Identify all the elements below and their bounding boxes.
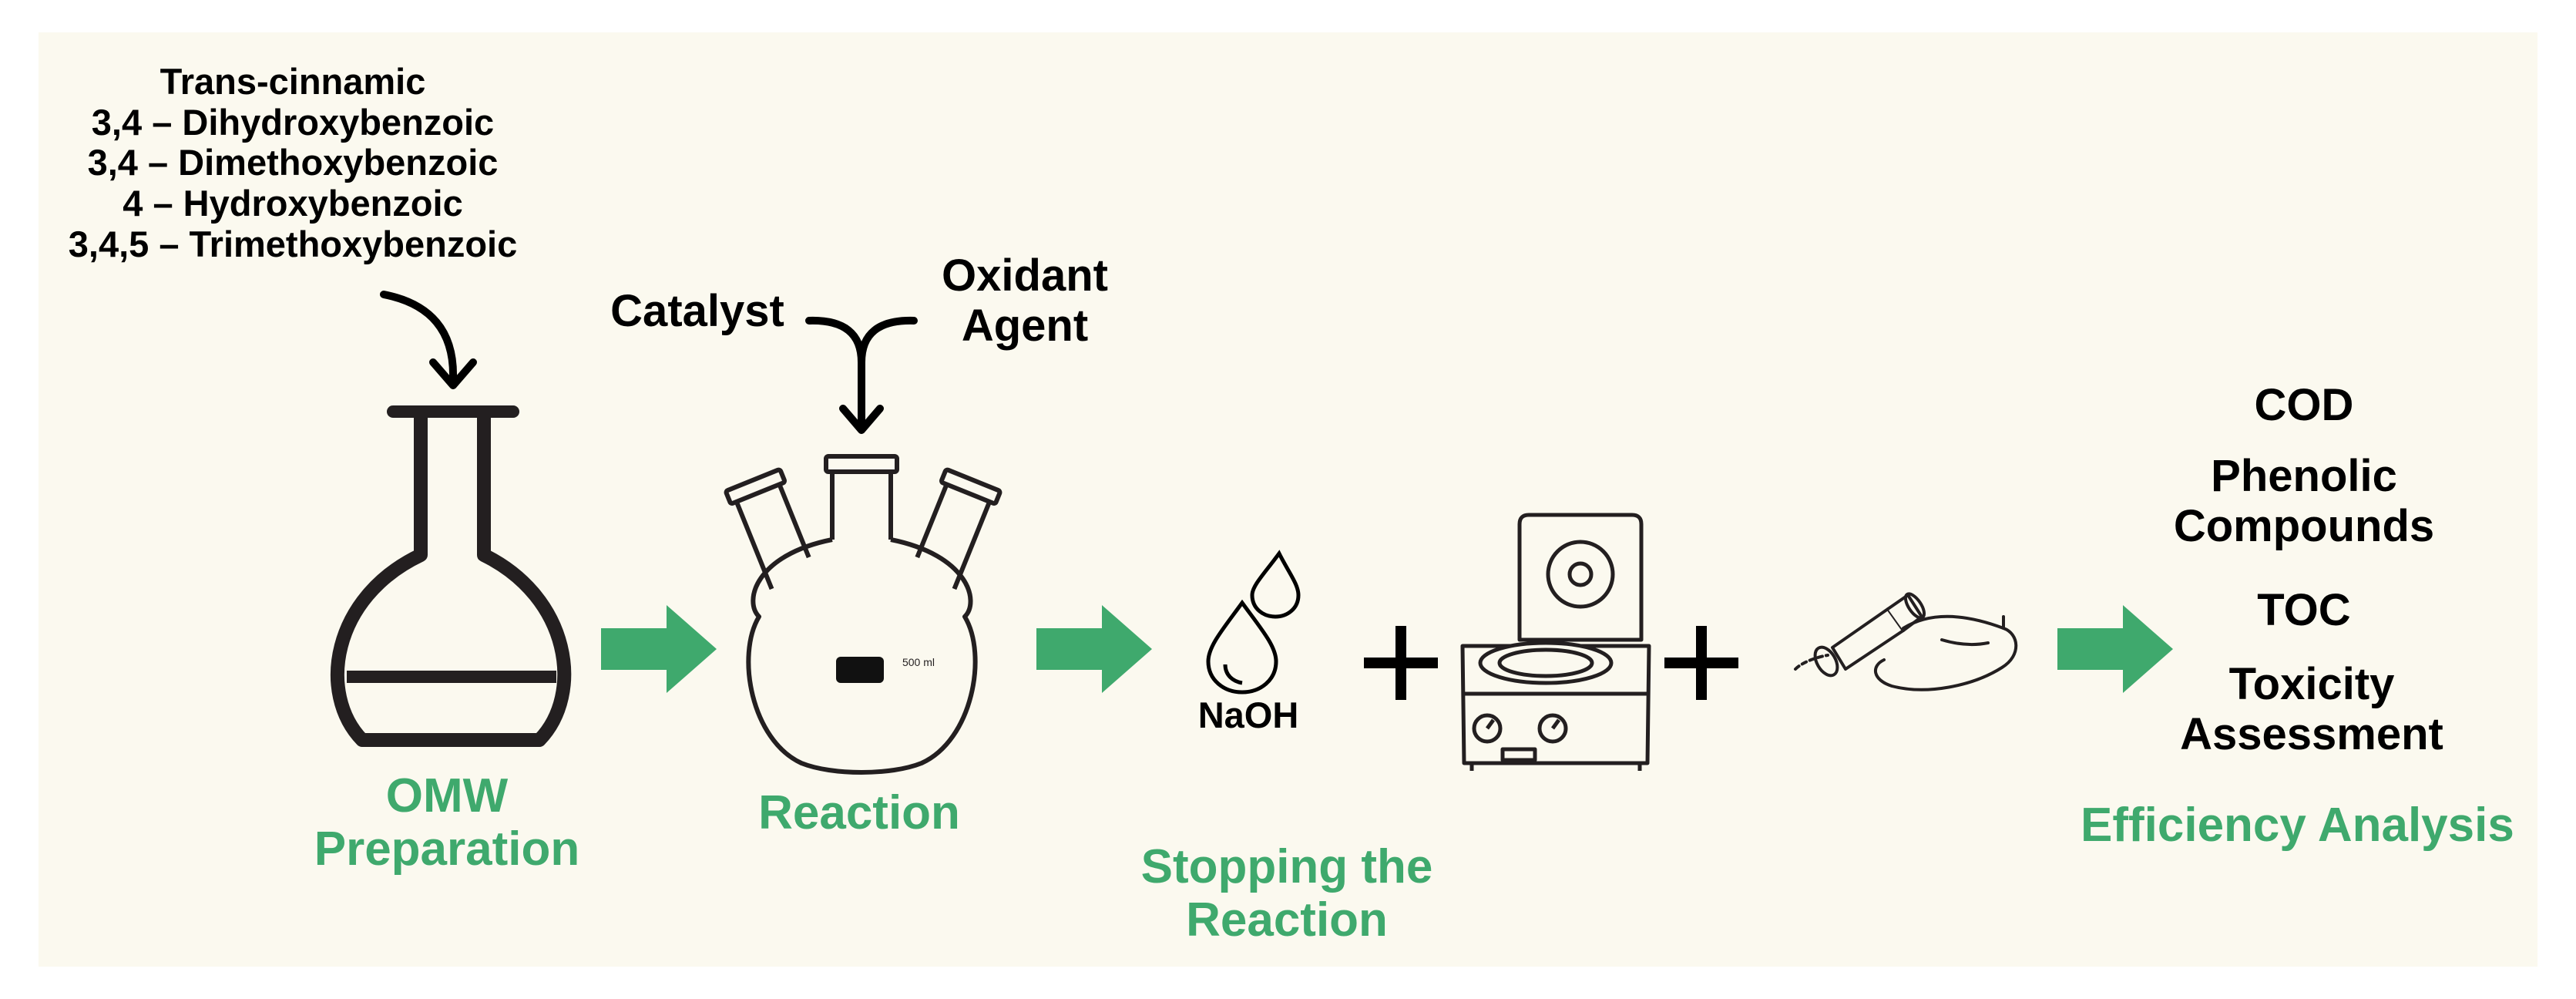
stopping-label-line2: Reaction: [1186, 893, 1388, 947]
stopping-reaction-label: Stopping the Reaction: [1110, 840, 1464, 947]
oxidant-label-line2: Agent: [961, 300, 1089, 351]
analysis-item-toc: TOC: [2257, 585, 2351, 635]
omw-label-line2: Preparation: [314, 822, 580, 876]
plus-icon: [1664, 626, 1738, 700]
syringe-filter-icon: [1794, 592, 2018, 691]
arrow-right-icon: [1036, 605, 1152, 693]
stopping-label-line1: Stopping the: [1140, 840, 1433, 893]
arrow-right-icon: [601, 605, 717, 693]
analysis-item-phenolic-compounds: Phenolic Compounds: [2142, 451, 2466, 552]
analysis-item-line: Assessment: [2180, 708, 2443, 759]
analysis-item-line: Phenolic: [2211, 451, 2397, 501]
flow-arrows: [601, 605, 2173, 693]
omw-preparation-label: OMW Preparation: [285, 769, 609, 876]
compounds-list: Trans-cinnamic 3,4 – Dihydroxybenzoic 3,…: [46, 61, 539, 264]
omw-label-line1: OMW: [385, 769, 509, 822]
arrow-right-icon: [2057, 605, 2173, 693]
analysis-item-toxicity-assessment: Toxicity Assessment: [2142, 659, 2481, 760]
oxidant-agent-label: Oxidant Agent: [909, 251, 1140, 352]
catalyst-label: Catalyst: [610, 286, 784, 336]
efficiency-analysis-label: Efficiency Analysis: [2081, 799, 2514, 852]
naoh-label: NaOH: [1197, 695, 1299, 735]
flask-volume-label: 500 ml: [902, 656, 935, 668]
round-bottom-flask-icon: [330, 405, 572, 747]
analysis-item-line: Toxicity: [2228, 659, 2395, 709]
analysis-item-cod: COD: [2254, 380, 2354, 430]
reagent-merge-arrow-icon: [805, 316, 918, 434]
compound-item: 3,4,5 – Trimethoxybenzoic: [68, 223, 518, 264]
reaction-label: Reaction: [758, 786, 960, 839]
oxidant-label-line1: Oxidant: [942, 251, 1108, 301]
compound-item: 3,4 – Dimethoxybenzoic: [87, 142, 499, 183]
analysis-item-line: Compounds: [2173, 500, 2435, 551]
compound-item: 3,4 – Dihydroxybenzoic: [91, 101, 495, 143]
compound-item: Trans-cinnamic: [160, 61, 426, 102]
compounds-inflow-arrow-icon: [380, 291, 477, 389]
three-neck-flask-icon: [724, 454, 1003, 775]
diagram-background: [39, 32, 2537, 967]
naoh-drops-icon: [1206, 550, 1301, 695]
compound-item: 4 – Hydroxybenzoic: [123, 182, 463, 224]
plus-signs: [1364, 626, 1738, 700]
centrifuge-icon: [1460, 513, 1651, 771]
plus-icon: [1364, 626, 1438, 700]
